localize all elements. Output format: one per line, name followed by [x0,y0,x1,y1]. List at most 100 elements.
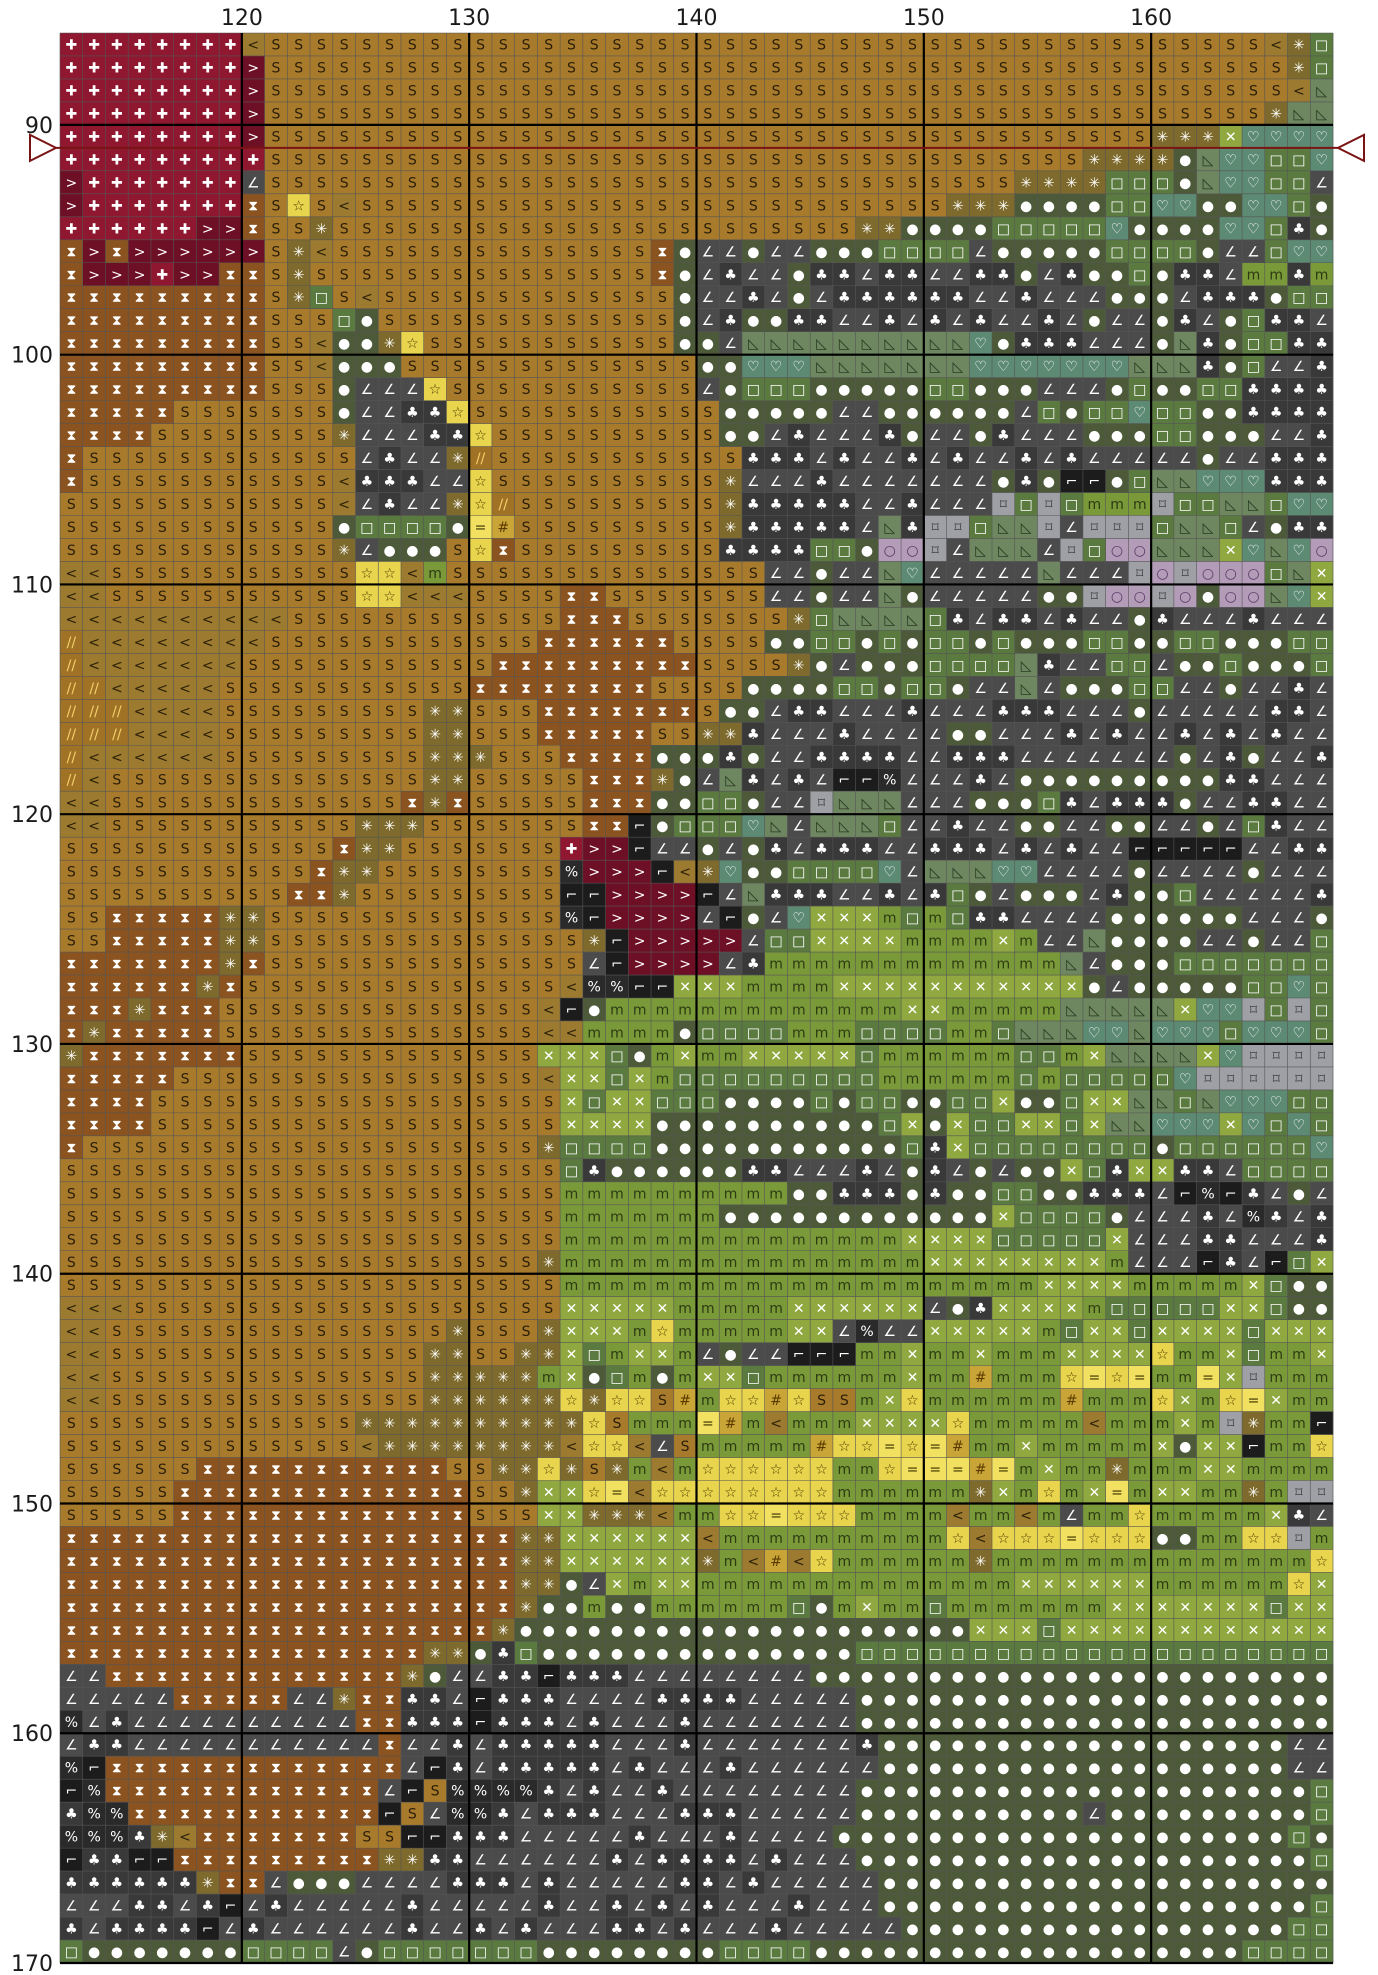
stitch-symbol: S [453,221,462,237]
stitch-symbol: ♣ [1270,796,1283,812]
stitch-symbol: ● [861,635,873,651]
stitch-symbol: ✳ [452,750,464,766]
stitch-symbol: ∠ [861,474,874,490]
stitch-symbol: ✚ [156,152,168,168]
stitch-symbol: ∠ [1270,612,1283,628]
stitch-symbol: S [249,589,258,605]
stitch-symbol: S [203,405,212,421]
stitch-symbol: m [747,980,761,996]
stitch-symbol: □ [769,382,782,398]
stitch-symbol: ◺ [930,865,941,881]
stitch-symbol: ∠ [1202,888,1215,904]
stitch-symbol: ◺ [1180,520,1191,536]
stitch-symbol: ◺ [1180,336,1191,352]
stitch-symbol: > [247,244,259,260]
stitch-symbol: S [476,819,485,835]
stitch-symbol: ∠ [861,520,874,536]
stitch-symbol: ◺ [1180,359,1191,375]
stitch-symbol: S [317,1025,326,1041]
stitch-symbol: ∠ [406,451,419,467]
stitch-symbol: ◺ [816,819,827,835]
stitch-symbol: S [590,451,599,467]
stitch-symbol: S [1113,83,1122,99]
stitch-symbol: S [317,152,326,168]
stitch-symbol: ♡ [1224,221,1237,237]
stitch-symbol: ✳ [293,290,305,306]
stitch-symbol: ♡ [1293,589,1306,605]
stitch-symbol: ✚ [134,37,146,53]
stitch-symbol: S [226,750,235,766]
stitch-symbol: ◺ [998,520,1009,536]
stitch-symbol: ⧗ [453,796,463,812]
stitch-symbol: ♣ [747,543,760,559]
stitch-symbol: S [272,750,281,766]
stitch-symbol: □ [1315,1002,1328,1018]
stitch-symbol: ∠ [429,451,442,467]
stitch-symbol: ◺ [1180,543,1191,559]
stitch-symbol: ∠ [906,796,919,812]
stitch-symbol: ● [906,428,918,444]
stitch-symbol: ⌐ [1088,474,1100,490]
stitch-symbol: ● [452,520,464,536]
stitch-symbol: ∠ [1088,819,1101,835]
stitch-symbol: ⌑ [1068,543,1076,559]
stitch-symbol: ♣ [1202,359,1215,375]
stitch-symbol: S [317,474,326,490]
stitch-symbol: S [408,1002,417,1018]
stitch-symbol: ∠ [861,428,874,444]
stitch-symbol: ∠ [1179,865,1192,881]
stitch-symbol: ♣ [1293,313,1306,329]
stitch-symbol: ⧗ [135,911,145,927]
stitch-symbol: ∠ [815,773,828,789]
stitch-symbol: S [726,175,735,191]
stitch-symbol: ♡ [1315,152,1328,168]
stitch-symbol: ● [1020,796,1032,812]
stitch-symbol: S [544,842,553,858]
stitch-symbol: S [112,474,121,490]
stitch-symbol: S [294,152,303,168]
stitch-symbol: S [431,1002,440,1018]
stitch-symbol: S [294,750,303,766]
stitch-symbol: ∠ [1020,727,1033,743]
stitch-symbol: S [408,658,417,674]
stitch-symbol: > [247,129,259,145]
stitch-symbol: ✕ [702,980,714,996]
stitch-symbol: S [476,589,485,605]
stitch-symbol: ◺ [1066,1002,1077,1018]
stitch-symbol: S [272,244,281,260]
stitch-symbol: S [840,37,849,53]
stitch-symbol: □ [906,911,919,927]
stitch-symbol: ✚ [111,198,123,214]
stitch-symbol: S [385,796,394,812]
stitch-symbol: □ [1088,405,1101,421]
stitch-symbol: S [340,175,349,191]
stitch-symbol: ∠ [1043,727,1056,743]
stitch-symbol: S [612,382,621,398]
stitch-symbol: S [522,60,531,76]
stitch-symbol: ∠ [1179,704,1192,720]
stitch-symbol: ● [1020,635,1032,651]
stitch-symbol: ♣ [406,474,419,490]
stitch-symbol: S [840,198,849,214]
stitch-symbol: ● [929,221,941,237]
stitch-symbol: ● [1111,474,1123,490]
stitch-symbol: S [499,865,508,881]
stitch-symbol: m [928,934,942,950]
stitch-symbol: ⧗ [567,612,577,628]
stitch-symbol: ✳ [1043,175,1055,191]
stitch-symbol: S [658,359,667,375]
stitch-symbol: S [431,244,440,260]
stitch-symbol: ● [1111,934,1123,950]
stitch-symbol: □ [1270,221,1283,237]
stitch-symbol: S [340,1048,349,1064]
stitch-symbol: ♣ [1315,405,1328,421]
stitch-symbol: ✕ [1043,980,1055,996]
stitch-symbol: ♣ [1293,520,1306,536]
stitch-symbol: ⌑ [1295,1002,1303,1018]
stitch-symbol: S [340,957,349,973]
stitch-symbol: ● [997,405,1009,421]
stitch-symbol: ♡ [770,359,783,375]
stitch-symbol: □ [1224,382,1237,398]
stitch-symbol: ● [338,405,350,421]
stitch-symbol: ⧗ [589,635,599,651]
